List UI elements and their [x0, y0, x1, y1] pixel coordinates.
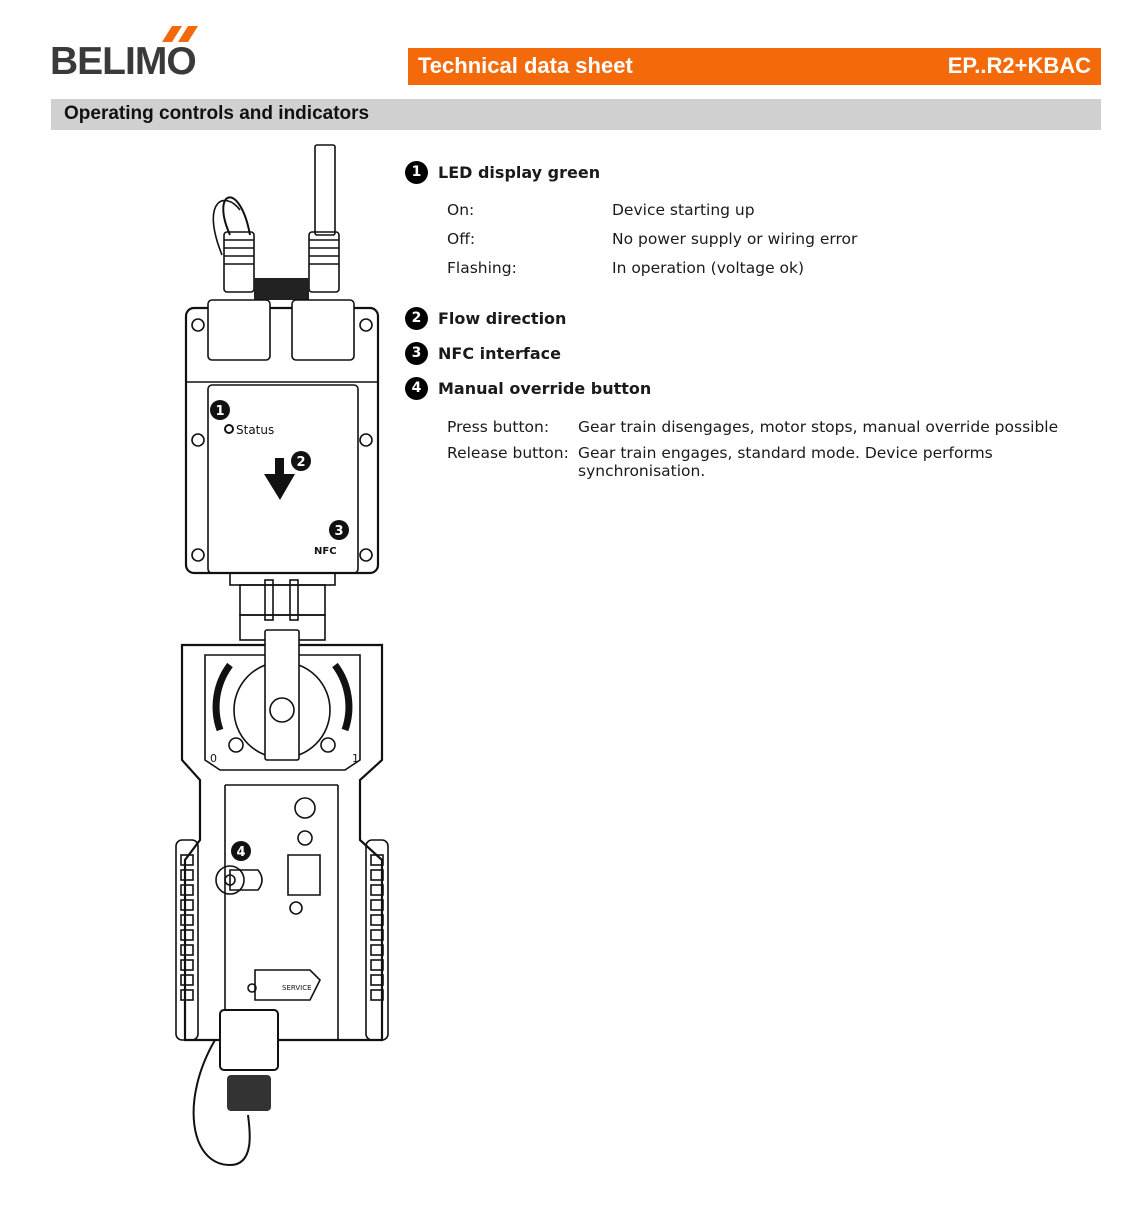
header-bar: Technical data sheet EP..R2+KBAC — [408, 48, 1101, 85]
item-led-display: 1 LED display green — [405, 161, 600, 184]
item-title: LED display green — [438, 163, 601, 182]
svg-text:2: 2 — [296, 455, 305, 470]
row-label: Flashing: — [447, 259, 517, 277]
row-value: Device starting up — [612, 201, 755, 219]
manual-override-button-icon — [215, 865, 263, 895]
header-model: EP..R2+KBAC — [947, 53, 1091, 78]
row-label: Press button: — [447, 418, 550, 436]
scale-label-1: 1 — [352, 752, 359, 765]
row-value: In operation (voltage ok) — [612, 259, 805, 277]
svg-text:4: 4 — [236, 845, 245, 860]
cable-connector-right-icon — [308, 231, 340, 293]
row-value: Gear train disengages, motor stops, manu… — [578, 418, 1059, 436]
svg-text:3: 3 — [334, 524, 343, 539]
device-diagram: 1 Status 2 3 NFC 0 1 — [175, 144, 389, 1167]
item-number-badge: 2 — [405, 307, 428, 330]
item-number-badge: 3 — [405, 342, 428, 365]
screw-icons — [191, 318, 373, 562]
nfc-icon: NFC — [314, 546, 337, 557]
grip-ribs-left — [180, 854, 194, 1001]
row-label: Off: — [447, 230, 476, 248]
service-label: SERVICE — [282, 984, 312, 992]
svg-text:1: 1 — [215, 404, 224, 419]
flow-direction-arrow-icon — [264, 458, 295, 500]
item-flow-direction: 2 Flow direction — [405, 307, 566, 330]
logo-stripes-icon — [162, 26, 198, 42]
logo-wordmark: BELIMO — [50, 40, 197, 83]
service-connector-icon — [254, 969, 321, 1001]
header-title: Technical data sheet — [418, 53, 633, 78]
item-manual-override: 4 Manual override button — [405, 377, 651, 400]
item-nfc-interface: 3 NFC interface — [405, 342, 561, 365]
callout-3-icon — [329, 520, 349, 540]
callout-2-icon — [291, 451, 311, 471]
item-title: Manual override button — [438, 379, 652, 398]
item-number-badge: 1 — [405, 161, 428, 184]
scale-label-0: 0 — [210, 752, 217, 765]
status-label: Status — [236, 423, 274, 437]
section-title: Operating controls and indicators — [64, 103, 370, 124]
row-value: No power supply or wiring error — [612, 230, 858, 248]
status-led-icon — [224, 424, 234, 434]
item-number-badge: 4 — [405, 377, 428, 400]
row-value: Gear train engages, standard mode. Devic… — [578, 444, 993, 480]
callout-1-icon — [210, 400, 230, 420]
cable-connector-left-icon — [223, 231, 255, 293]
item-title: NFC interface — [438, 344, 561, 363]
item-title: Flow direction — [438, 309, 567, 328]
row-label: On: — [447, 201, 475, 219]
section-bar: Operating controls and indicators — [51, 99, 1101, 130]
row-label: Release button: — [447, 444, 569, 462]
belimo-logo: BELIMO — [50, 26, 202, 84]
grip-ribs-right — [370, 854, 384, 1001]
callout-4-icon — [231, 841, 251, 861]
